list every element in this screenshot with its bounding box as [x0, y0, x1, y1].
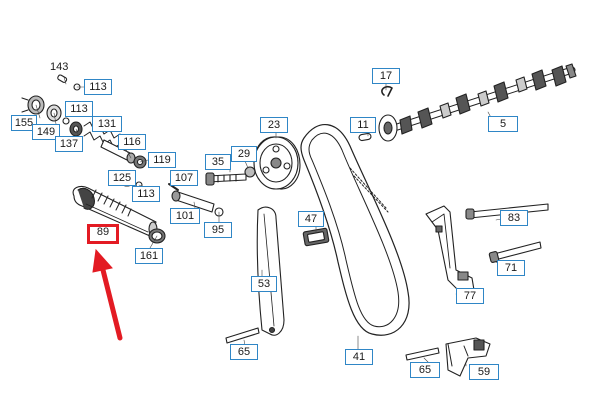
label-137[interactable]: 137 — [55, 136, 83, 152]
label-83[interactable]: 83 — [500, 210, 528, 226]
label-161[interactable]: 161 — [135, 248, 163, 264]
label-5[interactable]: 5 — [488, 116, 518, 132]
part-143-pin — [57, 74, 68, 83]
label-65-bottom[interactable]: 65 — [410, 362, 440, 378]
label-77[interactable]: 77 — [456, 288, 484, 304]
part-65-pin-left — [225, 327, 260, 344]
part-155-cap — [21, 95, 45, 115]
part-41-timing-chain — [300, 123, 410, 336]
label-35[interactable]: 35 — [205, 154, 231, 170]
label-113-top[interactable]: 113 — [84, 79, 112, 95]
label-113-low[interactable]: 113 — [132, 186, 160, 202]
part-47-chain-link — [302, 227, 330, 247]
part-11-pin — [358, 132, 372, 142]
label-53[interactable]: 53 — [251, 276, 277, 292]
label-89-highlighted[interactable]: 89 — [87, 224, 119, 244]
part-29-washer — [244, 166, 256, 178]
label-116[interactable]: 116 — [118, 134, 146, 150]
label-125[interactable]: 125 — [108, 170, 136, 186]
label-95[interactable]: 95 — [204, 222, 232, 238]
label-143: 143 — [50, 61, 69, 73]
part-77-tensioner-guide — [425, 205, 475, 295]
label-65-left[interactable]: 65 — [230, 344, 258, 360]
label-23[interactable]: 23 — [260, 117, 288, 133]
label-47[interactable]: 47 — [298, 211, 324, 227]
label-113-mid[interactable]: 113 — [65, 101, 93, 117]
part-71-bolt — [488, 241, 542, 263]
part-65-pin-bottom — [405, 347, 440, 361]
label-119[interactable]: 119 — [148, 152, 176, 168]
part-113-ring-mid — [62, 117, 70, 125]
label-17[interactable]: 17 — [372, 68, 400, 84]
part-53-guide-rail — [256, 206, 285, 336]
part-116-sleeve — [100, 139, 136, 164]
label-11[interactable]: 11 — [350, 117, 376, 133]
label-155[interactable]: 155 — [11, 115, 37, 131]
label-41[interactable]: 41 — [345, 349, 373, 365]
highlight-arrow — [92, 248, 123, 341]
label-101[interactable]: 101 — [170, 208, 200, 224]
label-29[interactable]: 29 — [231, 146, 257, 162]
part-5-camshaft — [378, 63, 577, 142]
label-107[interactable]: 107 — [170, 170, 198, 186]
label-131[interactable]: 131 — [92, 116, 122, 132]
part-17-clip — [381, 85, 393, 97]
part-35-bolt — [205, 172, 247, 186]
label-71[interactable]: 71 — [497, 260, 525, 276]
part-149-washer — [46, 104, 62, 122]
part-59-clamp — [445, 337, 491, 377]
part-23-sprocket — [253, 136, 301, 190]
label-59[interactable]: 59 — [469, 364, 499, 380]
part-101-bolt — [171, 190, 215, 213]
label-149[interactable]: 149 — [32, 124, 60, 140]
